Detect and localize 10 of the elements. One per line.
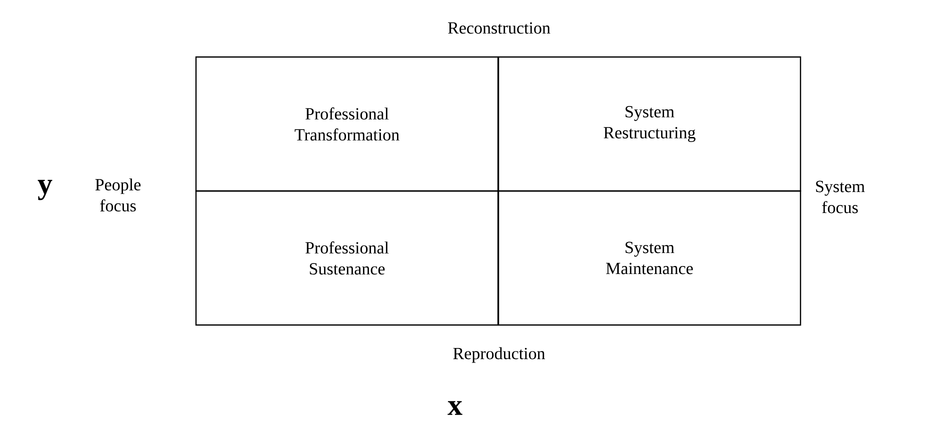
quadrant-cell: System Restructuring [498, 56, 802, 192]
quadrant-cell: Professional Transformation [195, 56, 499, 192]
axis-letter: y [38, 180, 52, 200]
quadrant-cell: System Maintenance [498, 190, 802, 326]
axis-letter: x [448, 401, 462, 415]
axis-label: People focus [95, 178, 141, 212]
axis-label: System focus [816, 180, 865, 214]
quadrant-cell: Professional Sustenance [195, 190, 499, 326]
axis-label: Reproduction [453, 347, 546, 363]
axis-label: Reconstruction [448, 22, 550, 34]
